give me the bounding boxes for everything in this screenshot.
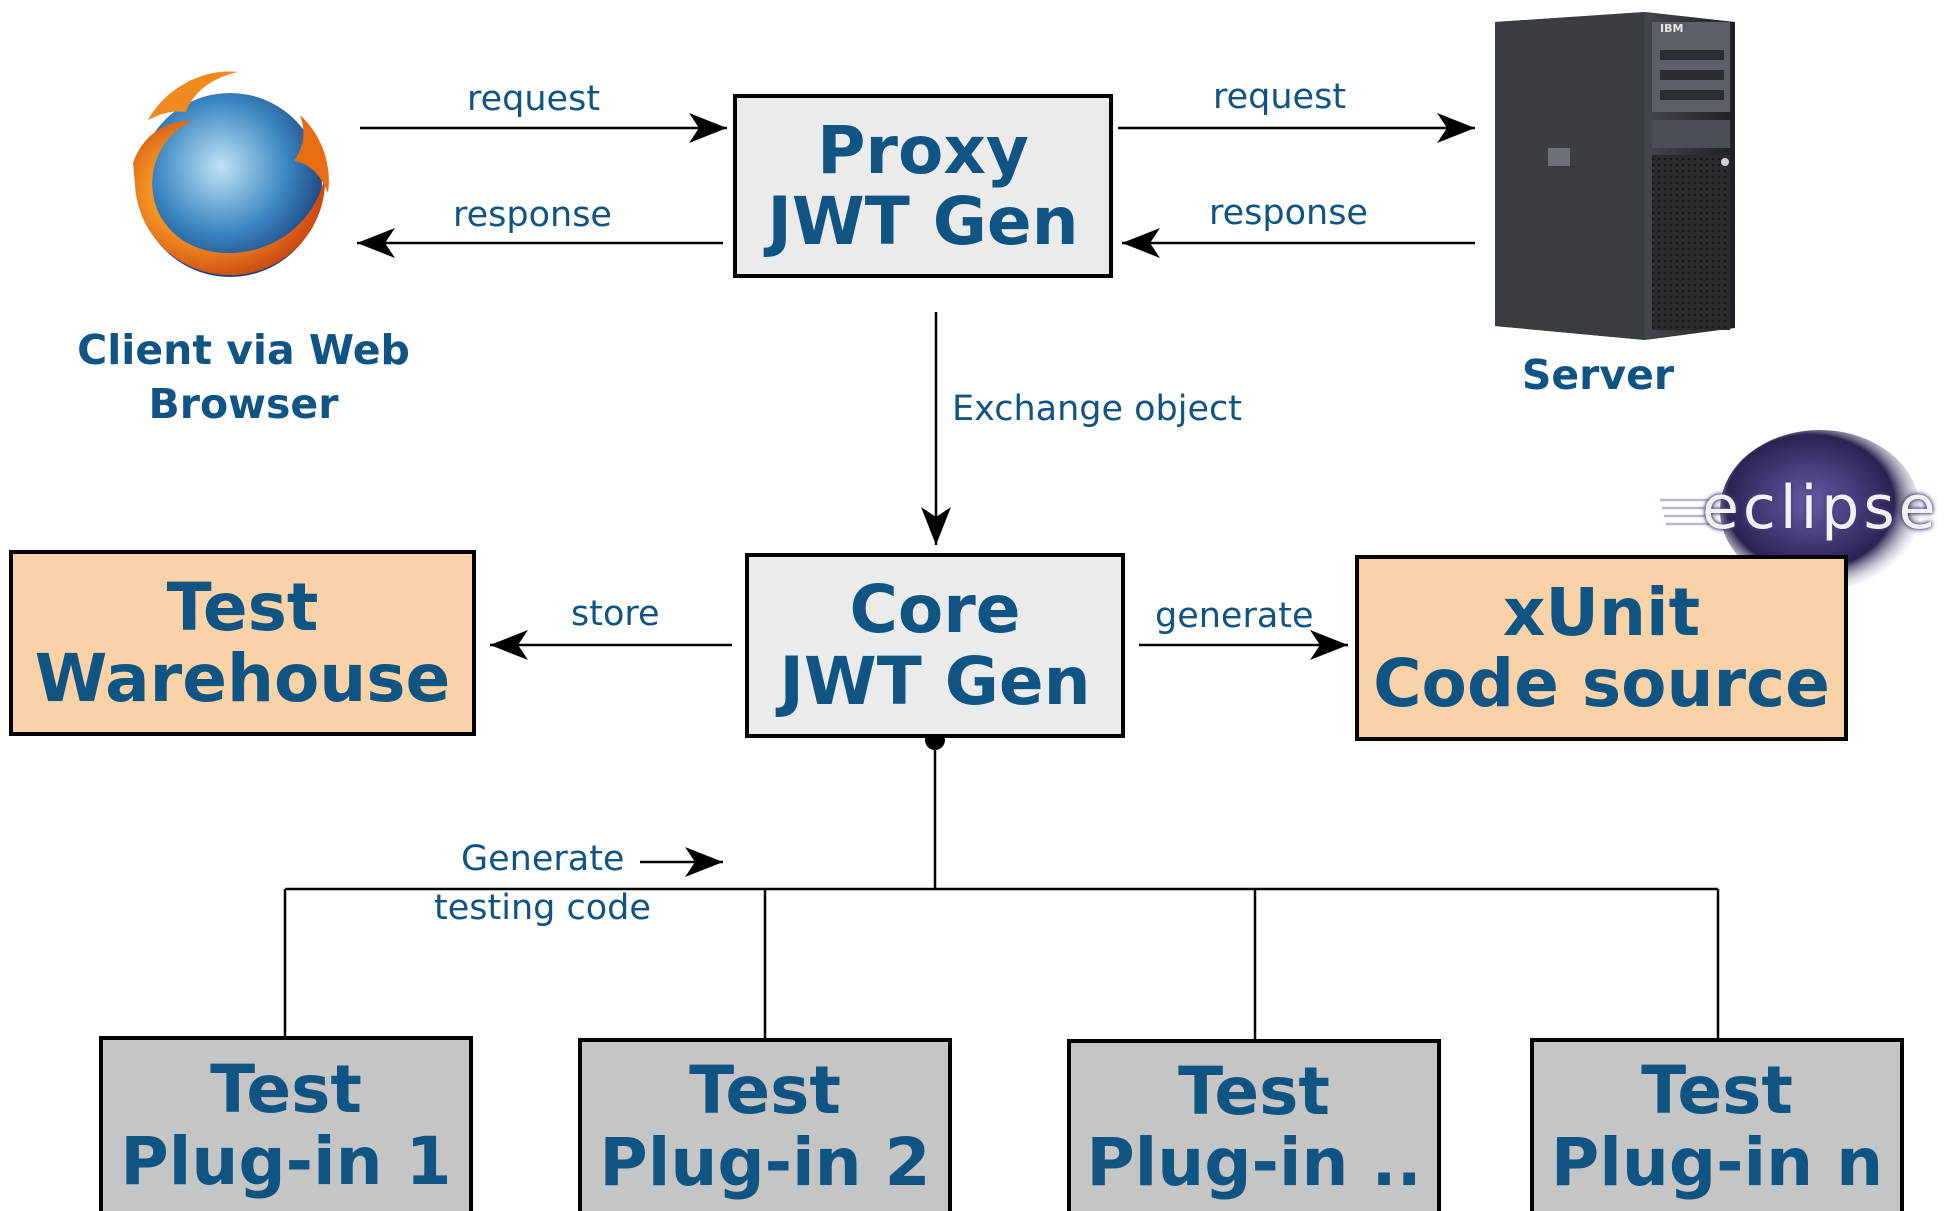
client-request-label: request xyxy=(467,79,601,119)
warehouse-line2: Warehouse xyxy=(34,640,451,717)
proxy-jwt-gen-node: Proxy JWT Gen xyxy=(733,94,1113,278)
core-line2: JWT Gen xyxy=(779,642,1091,720)
server-caption: Server xyxy=(1521,351,1675,399)
server-icon: IBM xyxy=(1495,12,1735,340)
plugin-4-line1: Test xyxy=(1641,1052,1793,1130)
exchange-object-label: Exchange object xyxy=(952,389,1242,429)
client-caption-line1: Client via Web xyxy=(77,326,410,374)
proxy-line2: JWT Gen xyxy=(767,183,1079,260)
client-response-label: response xyxy=(453,195,612,235)
plugin-3-line1: Test xyxy=(1178,1052,1330,1130)
warehouse-line1: Test xyxy=(166,568,319,646)
plugin-1-line1: Test xyxy=(210,1051,362,1129)
plugin-3-line2: Plug-in .. xyxy=(1086,1124,1422,1201)
test-plugin-1-node: Test Plug-in 1 xyxy=(99,1036,473,1211)
generate-label: generate xyxy=(1155,596,1314,636)
generate-testing-label-line1: Generate xyxy=(461,839,625,879)
server-response-label: response xyxy=(1209,193,1368,233)
test-warehouse-node: Test Warehouse xyxy=(9,550,476,736)
client-caption: Client via Web Browser xyxy=(66,323,421,431)
server-brand-text: IBM xyxy=(1660,22,1683,35)
eclipse-logo-text: eclipse xyxy=(1702,473,1940,543)
core-line1: Core xyxy=(849,571,1021,649)
proxy-line1: Proxy xyxy=(817,111,1029,189)
core-jwt-gen-node: Core JWT Gen xyxy=(745,553,1125,738)
xunit-code-source-node: xUnit Code source xyxy=(1355,555,1848,741)
plugin-1-line2: Plug-in 1 xyxy=(120,1122,452,1200)
client-caption-line2: Browser xyxy=(148,380,339,429)
plugin-2-line2: Plug-in 2 xyxy=(599,1123,931,1201)
xunit-line1: xUnit xyxy=(1502,573,1701,651)
browser-icon xyxy=(133,71,329,277)
store-label: store xyxy=(571,594,660,634)
xunit-line2: Code source xyxy=(1373,645,1830,722)
plugin-2-line1: Test xyxy=(689,1052,841,1130)
test-plugin-2-node: Test Plug-in 2 xyxy=(578,1038,952,1211)
test-plugin-n-node: Test Plug-in n xyxy=(1530,1038,1904,1211)
server-request-label: request xyxy=(1213,77,1347,117)
eclipse-logo-icon xyxy=(1660,430,1920,590)
test-plugin-dots-node: Test Plug-in .. xyxy=(1067,1039,1441,1211)
plugin-4-line2: Plug-in n xyxy=(1550,1123,1884,1201)
generate-testing-label-line2: testing code xyxy=(434,888,651,928)
